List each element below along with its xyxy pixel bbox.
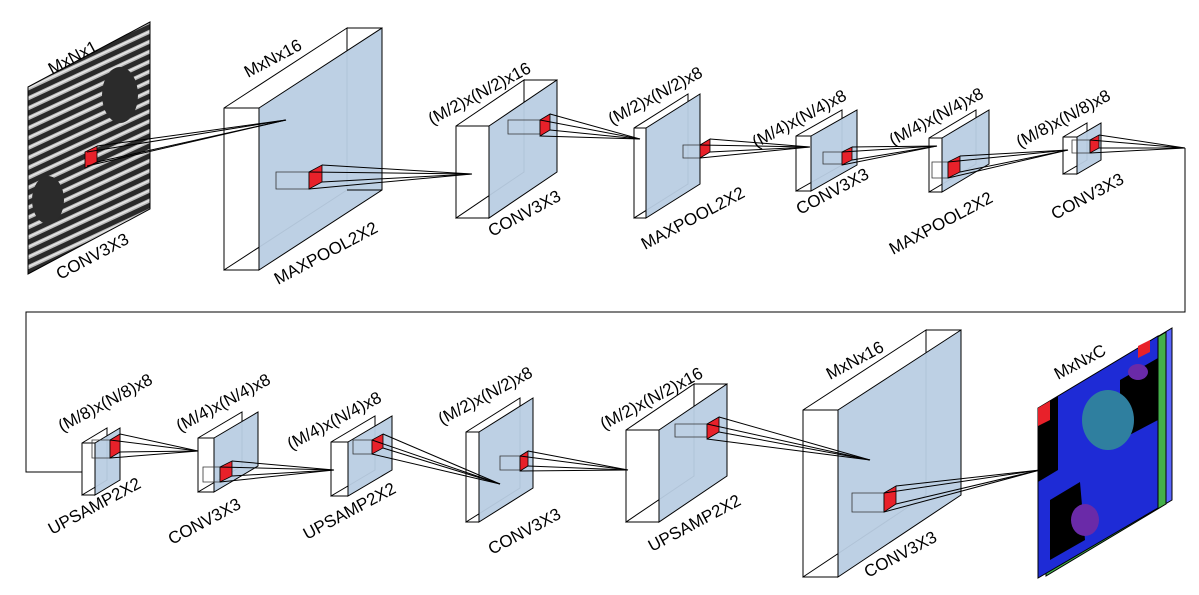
encoder-layer-6	[1062, 122, 1102, 175]
output-image	[1037, 327, 1173, 579]
encoder-connection-rays	[86, 113, 1186, 190]
decoder-2-op-label: CONV3X3	[165, 494, 244, 548]
encoder-layer-1	[223, 27, 383, 271]
input-image	[27, 21, 151, 275]
encoder-layer-3	[633, 93, 711, 219]
encoder-5-op-label: MAXPOOL2X2	[886, 188, 996, 258]
encoder-6-op-label: CONV3X3	[1048, 169, 1127, 223]
decoder-1-size-label: (M/8)x(N/8)x8	[55, 370, 156, 436]
decoder-layer-4	[465, 397, 534, 523]
encoder-layer-5	[928, 109, 990, 193]
row-connector-line	[25, 148, 1186, 473]
decoder-layer-5	[625, 383, 728, 523]
decoder-layer-2	[197, 411, 259, 493]
decoder-layer-3	[330, 415, 393, 497]
decoder-layer-6	[802, 329, 962, 578]
decoder-4-op-label: CONV3X3	[485, 504, 564, 558]
encoder-layer-2	[455, 79, 558, 219]
encoder-layer-4	[795, 109, 858, 192]
decoder-connection-rays	[109, 416, 1041, 513]
